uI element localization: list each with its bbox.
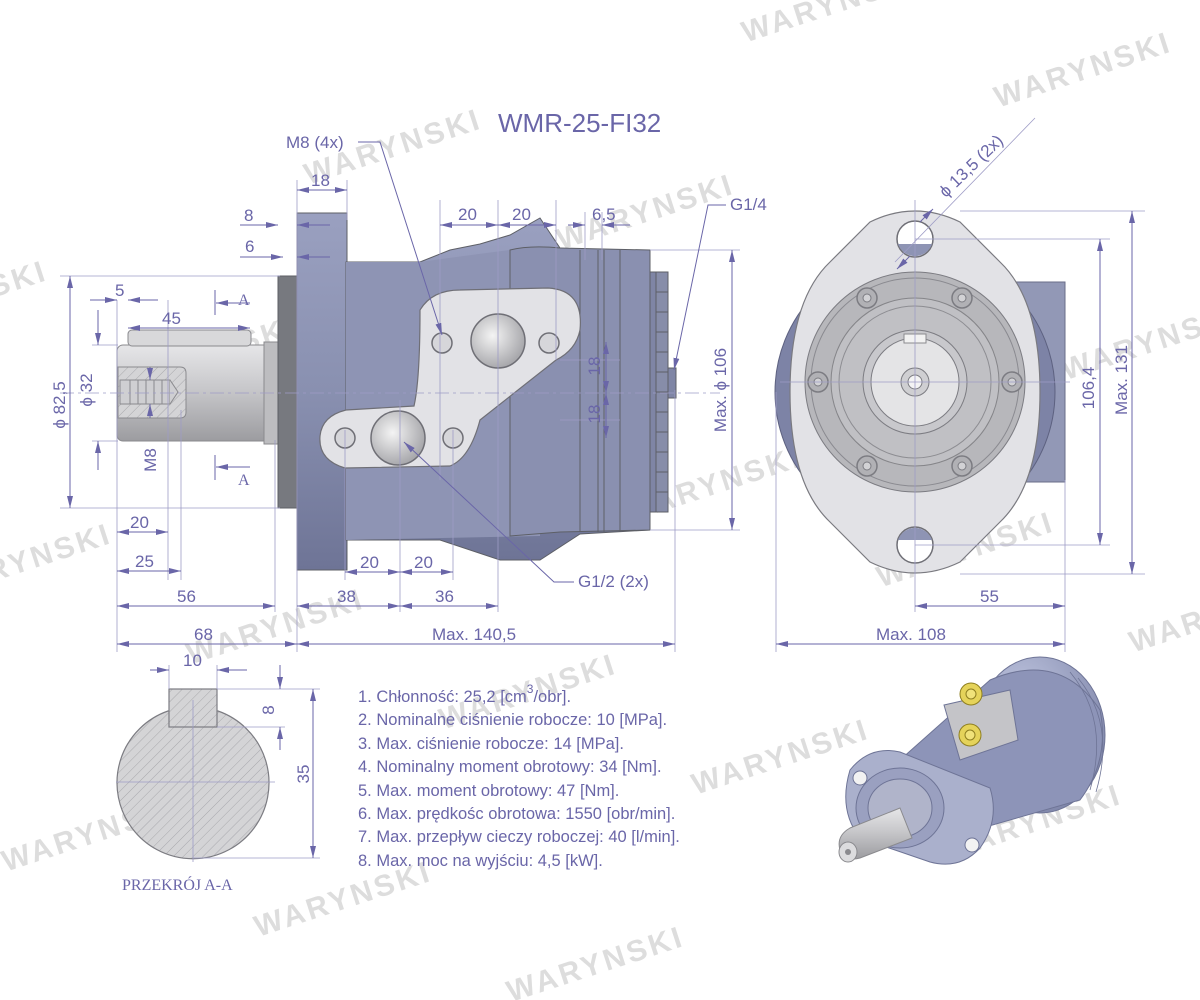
side-view: M8 (4x) G1/4 G1/2 (2x) 18 8 6 5 45 20 20… <box>50 133 767 652</box>
label-g12-2x: G1/2 (2x) <box>578 572 649 591</box>
watermark-text: WARYNSKI <box>688 713 874 801</box>
dim-6: 6 <box>245 237 254 256</box>
dim-flange-18: 18 <box>311 171 330 190</box>
dim-key-width: 10 <box>183 651 202 670</box>
spec-item: 3. Max. ciśnienie robocze: 14 [MPa]. <box>358 734 624 753</box>
flange-pilot <box>277 275 299 509</box>
dim-38: 38 <box>337 587 356 606</box>
face-bolts <box>807 287 1023 477</box>
section-mark-bottom: A <box>238 472 250 489</box>
bolt-hole <box>431 332 453 354</box>
dim-port-20a: 20 <box>458 205 477 224</box>
section-a-a: 10 8 35 PRZEKRÓJ A-A <box>116 651 320 894</box>
watermark-text: WARYNSKI <box>503 920 689 1000</box>
dim-20: 20 <box>130 513 149 532</box>
watermark-text: WARYNSKI <box>553 168 739 256</box>
dim-5: 5 <box>115 281 124 300</box>
section-mark-top: A <box>238 292 250 309</box>
isometric-view <box>838 656 1106 865</box>
spec-item: 2. Nominalne ciśnienie robocze: 10 [MPa]… <box>358 711 668 730</box>
watermark-text: WARYNSKI <box>990 26 1176 114</box>
dim-bottom-20b: 20 <box>414 553 433 572</box>
spec-item: 6. Max. prędkośc obrotowa: 1550 [obr/min… <box>358 805 676 824</box>
dim-25: 25 <box>135 552 154 571</box>
section-label: PRZEKRÓJ A-A <box>122 875 233 894</box>
dim-45: 45 <box>162 309 181 328</box>
watermark-text: WARYNSKI <box>738 0 924 49</box>
dim-max-131: Max. 131 <box>1112 345 1131 415</box>
dim-68: 68 <box>194 625 213 644</box>
drawing-title: WMR-25-FI32 <box>498 108 661 138</box>
dim-bottom-20a: 20 <box>360 553 379 572</box>
dim-max-108: Max. 108 <box>876 625 946 644</box>
label-g14: G1/4 <box>730 195 767 214</box>
dim-v18b: 18 <box>585 405 604 424</box>
mounting-flange <box>296 212 348 571</box>
spec-item: 7. Max. przepływ cieczy roboczej: 40 [l/… <box>358 828 680 847</box>
outlet-port <box>370 410 426 466</box>
spec-item: 1. Chłonność: 25,2 [cm3/obr]. <box>358 682 572 706</box>
dim-dia-82-5: ϕ 82,5 <box>50 381 69 428</box>
dim-36: 36 <box>435 587 454 606</box>
watermark-text: WARYNSKI <box>0 255 52 343</box>
shaft-key <box>127 329 252 347</box>
spec-list: 1. Chłonność: 25,2 [cm3/obr]. 2. Nominal… <box>358 682 680 873</box>
front-view: ϕ 13,5 (2x) 106,4 Max. 131 55 Max. 108 <box>774 117 1145 652</box>
watermark-text: WARYNSKI <box>0 518 116 606</box>
dim-6-5: 6,5 <box>592 205 616 224</box>
dim-hole-dia: ϕ 13,5 (2x) <box>935 131 1007 201</box>
spec-item: 8. Max. moc na wyjściu: 4,5 [kW]. <box>358 851 603 870</box>
label-m8: M8 <box>141 448 160 472</box>
dim-height-35: 35 <box>294 765 313 784</box>
dim-56: 56 <box>177 587 196 606</box>
bolt-hole <box>538 332 560 354</box>
dim-dia-32: ϕ 32 <box>77 373 96 406</box>
dim-106-4: 106,4 <box>1079 367 1098 410</box>
dim-8: 8 <box>244 206 253 225</box>
g14-port <box>667 367 677 399</box>
dim-key-height: 8 <box>259 705 278 714</box>
dim-v18a: 18 <box>585 357 604 376</box>
dim-max-dia-106: Max. ϕ 106 <box>711 348 730 432</box>
dim-55: 55 <box>980 587 999 606</box>
spec-item: 4. Nominalny moment obrotowy: 34 [Nm]. <box>358 758 662 777</box>
dim-port-20b: 20 <box>512 205 531 224</box>
watermark-text: WARYNSKI <box>1125 571 1200 659</box>
label-m8-4x: M8 (4x) <box>286 133 344 152</box>
spec-item: 5. Max. moment obrotowy: 47 [Nm]. <box>358 781 620 800</box>
dim-max-140-5: Max. 140,5 <box>432 625 516 644</box>
